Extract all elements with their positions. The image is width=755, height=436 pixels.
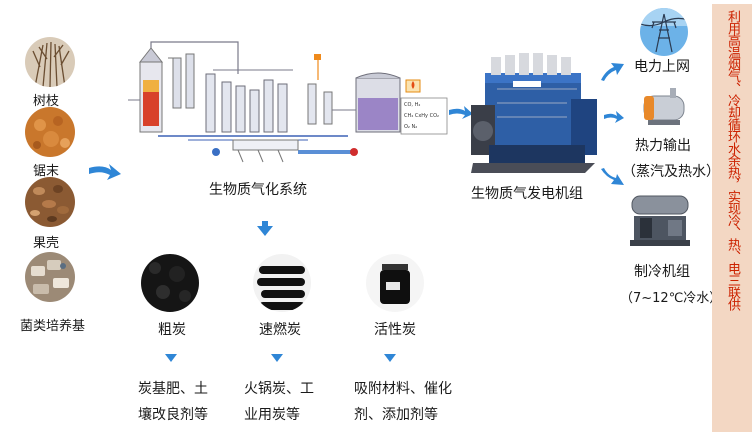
coarse-char-image xyxy=(141,254,199,312)
output-label-chiller: 制冷机组 xyxy=(634,264,690,280)
arrow-gasifier-to-generator xyxy=(449,106,473,119)
output-sublabel-heat: （蒸汽及热水） xyxy=(622,164,720,180)
char-label-activated-carbon: 活性炭 xyxy=(374,322,416,338)
feedstock-label-branch: 树枝 xyxy=(33,94,60,109)
feedstock-fungus-substrate-image xyxy=(25,252,75,302)
feedstock-label-sawdust: 锯末 xyxy=(33,164,60,179)
quick-char-uses-line-1: 火锅炭、工 xyxy=(244,381,314,397)
arrow-coarse-to-uses xyxy=(165,354,177,362)
arrow-generator-to-grid xyxy=(601,63,624,81)
output-sublabel-chiller: （7~12℃冷水） xyxy=(620,291,723,306)
feedstock-shell-image xyxy=(25,177,75,227)
activated-carbon-uses-line-2: 剂、添加剂等 xyxy=(354,407,438,423)
gas-tag-line-2: CH₄ CxHy CO₂ xyxy=(404,113,439,119)
generator-set-label: 生物质气发电机组 xyxy=(471,186,583,202)
char-label-quick-burning: 速燃炭 xyxy=(259,322,301,338)
coarse-char-uses-line-2: 壤改良剂等 xyxy=(138,407,208,423)
arrow-feed-to-gasifier xyxy=(89,164,121,180)
feedstock-branch-image xyxy=(25,37,75,87)
output-label-power: 电力上网 xyxy=(634,59,690,75)
power-grid-image xyxy=(640,8,688,56)
trigeneration-banner: 利用高温烟气、冷却循环水余热，实现冷、热、电三联供 xyxy=(712,4,752,432)
quick-burning-char-image xyxy=(253,254,311,312)
output-label-heat: 热力输出 xyxy=(635,138,691,154)
arrow-activated-to-uses xyxy=(384,354,396,362)
activated-carbon-image xyxy=(366,254,424,312)
arrow-gasifier-to-chars xyxy=(257,221,273,236)
quick-char-uses-line-2: 业用炭等 xyxy=(244,407,300,423)
arrow-generator-to-heat xyxy=(604,111,624,123)
char-label-coarse: 粗炭 xyxy=(158,322,186,338)
feedstock-label-shell: 果壳 xyxy=(33,236,60,251)
trigeneration-banner-text: 利用高温烟气、冷却循环水余热，实现冷、热、电三联供 xyxy=(725,10,740,310)
gas-tag-line-1: CO, H₂ xyxy=(404,102,420,108)
gasification-system-diagram: CO, H₂ CH₄ CxHy CO₂ O₂ N₂ xyxy=(118,40,448,170)
feedstock-sawdust-image xyxy=(25,107,75,157)
chiller-unit-image xyxy=(630,195,690,246)
activated-carbon-uses-line-1: 吸附材料、催化 xyxy=(354,381,452,397)
gasification-system-label: 生物质气化系统 xyxy=(209,182,307,198)
heat-boiler-image xyxy=(643,88,685,125)
coarse-char-uses-line-1: 炭基肥、土 xyxy=(138,381,208,397)
arrow-quick-to-uses xyxy=(271,354,283,362)
arrow-generator-to-chiller xyxy=(601,168,624,185)
generator-set-image xyxy=(471,53,597,173)
gas-tag-line-3: O₂ N₂ xyxy=(404,124,417,130)
feedstock-label-fungus-substrate: 菌类培养基 xyxy=(20,319,86,334)
